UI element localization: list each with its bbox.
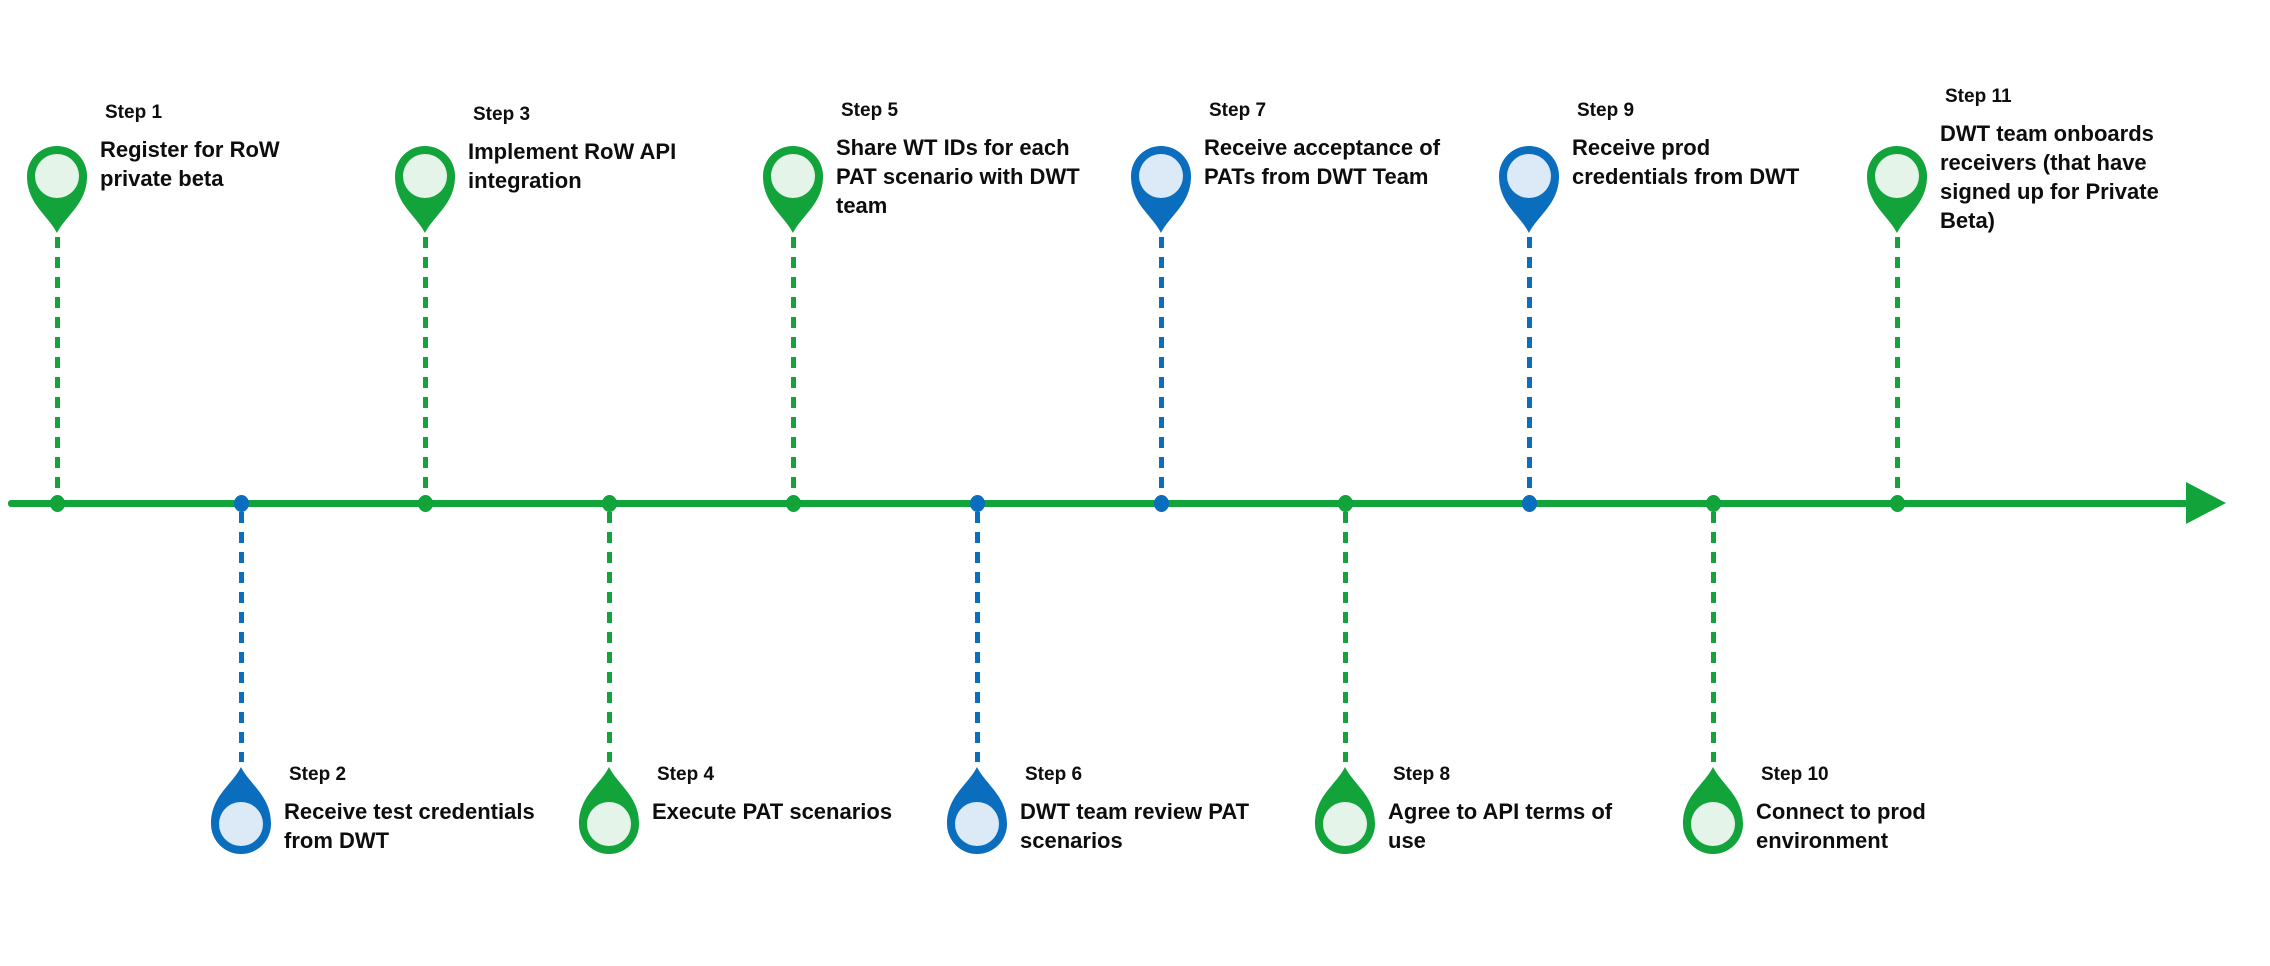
- map-pin-icon: [25, 145, 89, 235]
- map-pin-icon: [1497, 145, 1561, 235]
- step-number-label: Step 6: [1025, 764, 1083, 785]
- map-pin-icon: [1313, 765, 1377, 855]
- axis-dot: [1522, 495, 1537, 512]
- step-connector-dashed-line: [791, 237, 796, 494]
- step-number-label: Step 8: [1393, 764, 1451, 785]
- step-title: DWT team onboards receivers (that have s…: [1940, 121, 2159, 233]
- axis-dot: [1154, 495, 1169, 512]
- step-title: Execute PAT scenarios: [652, 799, 893, 824]
- map-pin-icon: [1129, 145, 1193, 235]
- step-number-label: Step 9: [1577, 100, 1635, 121]
- step-title: Connect to prod environment: [1756, 799, 1926, 853]
- step-connector-dashed-line: [1527, 237, 1532, 494]
- axis-dot: [234, 495, 249, 512]
- step-number-label: Step 5: [841, 100, 899, 121]
- step-connector-dashed-line: [607, 512, 612, 762]
- step-connector-dashed-line: [423, 237, 428, 494]
- axis-dot: [786, 495, 801, 512]
- step-title: Receive prod credentials from DWT: [1572, 135, 1800, 189]
- step-connector-dashed-line: [55, 237, 60, 494]
- step-number-label: Step 7: [1209, 100, 1267, 121]
- axis-dot: [1890, 495, 1905, 512]
- step-title: Receive acceptance of PATs from DWT Team: [1204, 135, 1441, 189]
- step-connector-dashed-line: [1711, 512, 1716, 762]
- step-connector-dashed-line: [1895, 237, 1900, 494]
- map-pin-icon: [1681, 765, 1745, 855]
- map-pin-icon: [393, 145, 457, 235]
- step-connector-dashed-line: [239, 512, 244, 762]
- step-number-label: Step 3: [473, 104, 531, 125]
- map-pin-icon: [577, 765, 641, 855]
- step-connector-dashed-line: [1343, 512, 1348, 762]
- step-connector-dashed-line: [975, 512, 980, 762]
- step-number-label: Step 10: [1761, 764, 1829, 785]
- step-title: Implement RoW API integration: [468, 139, 677, 193]
- timeline-axis: [8, 500, 2188, 507]
- axis-dot: [50, 495, 65, 512]
- step-title: DWT team review PAT scenarios: [1020, 799, 1250, 853]
- step-title: Agree to API terms of use: [1388, 799, 1613, 853]
- map-pin-icon: [1865, 145, 1929, 235]
- axis-dot: [970, 495, 985, 512]
- axis-dot: [1706, 495, 1721, 512]
- step-title: Register for RoW private beta: [100, 137, 280, 191]
- axis-dot: [602, 495, 617, 512]
- step-connector-dashed-line: [1159, 237, 1164, 494]
- step-title: Receive test credentials from DWT: [284, 799, 535, 853]
- map-pin-icon: [761, 145, 825, 235]
- step-number-label: Step 2: [289, 764, 347, 785]
- step-number-label: Step 11: [1945, 86, 2012, 107]
- axis-dot: [418, 495, 433, 512]
- timeline-arrowhead-icon: [2186, 482, 2226, 524]
- axis-dot: [1338, 495, 1353, 512]
- step-number-label: Step 1: [105, 102, 163, 123]
- map-pin-icon: [209, 765, 273, 855]
- step-number-label: Step 4: [657, 764, 715, 785]
- map-pin-icon: [945, 765, 1009, 855]
- step-title: Share WT IDs for each PAT scenario with …: [836, 135, 1080, 218]
